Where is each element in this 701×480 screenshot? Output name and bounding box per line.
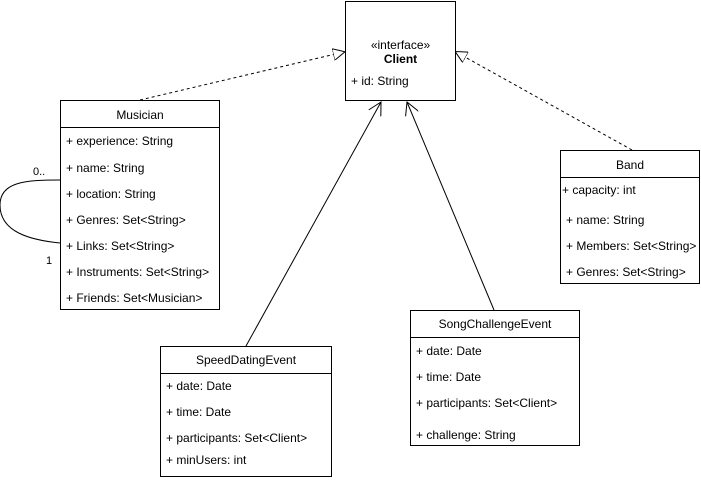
speed-dating-event-class-box[interactable]: SpeedDatingEvent + date: Date + time: Da… xyxy=(160,346,332,477)
musician-attribute: + Genres: Set<String> xyxy=(66,213,186,227)
musician-realization-edge xyxy=(139,52,344,101)
musician-attribute: + name: String xyxy=(66,161,145,175)
musician-self-association-edge xyxy=(0,179,61,244)
band-attribute: + name: String xyxy=(566,213,645,227)
speed-dating-event-attribute: + date: Date xyxy=(166,379,232,393)
band-realization-edge xyxy=(456,52,633,151)
song-challenge-event-attribute: + participants: Set<Client> xyxy=(416,396,558,410)
musician-class-box[interactable]: Musician + experience: String + name: St… xyxy=(60,100,220,310)
musician-attribute: + Instruments: Set<String> xyxy=(66,265,210,279)
musician-attribute: + location: String xyxy=(66,187,156,201)
band-name: Band xyxy=(615,158,645,172)
speed-dating-association-edge xyxy=(245,102,381,347)
musician-attribute: + Links: Set<String> xyxy=(66,239,175,253)
multiplicity-bottom: 1 xyxy=(46,255,53,267)
speed-dating-event-name: SpeedDatingEvent xyxy=(195,353,297,367)
song-challenge-event-name: SongChallengeEvent xyxy=(438,317,552,331)
song-challenge-event-attribute: + date: Date xyxy=(416,344,482,358)
song-challenge-association-edge xyxy=(407,102,495,311)
musician-name: Musician xyxy=(116,108,164,122)
client-stereotype: «interface» xyxy=(370,38,431,52)
song-challenge-event-class-box[interactable]: SongChallengeEvent + date: Date + time: … xyxy=(410,310,580,446)
band-attribute: + Genres: Set<String> xyxy=(566,265,686,279)
multiplicity-top: 0.. xyxy=(33,166,46,178)
speed-dating-event-attribute: + minUsers: int xyxy=(166,453,247,467)
song-challenge-event-header: SongChallengeEvent xyxy=(411,311,579,338)
band-header: Band xyxy=(561,151,699,178)
band-class-box[interactable]: Band + capacity: int + name: String + Me… xyxy=(560,150,700,284)
client-interface-box[interactable]: «interface» Client + id: String xyxy=(345,1,456,101)
musician-attribute: + experience: String xyxy=(66,134,174,148)
song-challenge-event-attribute: + challenge: String xyxy=(416,428,516,442)
client-attribute: + id: String xyxy=(351,74,409,88)
musician-header: Musician xyxy=(61,101,219,128)
speed-dating-event-attribute: + participants: Set<Client> xyxy=(166,431,308,445)
song-challenge-event-attribute: + time: Date xyxy=(416,370,482,384)
band-attribute: + capacity: int xyxy=(562,183,636,197)
client-name: Client xyxy=(383,52,418,66)
speed-dating-event-header: SpeedDatingEvent xyxy=(161,347,331,374)
speed-dating-event-attribute: + time: Date xyxy=(166,405,232,419)
musician-attribute: + Friends: Set<Musician> xyxy=(66,291,203,305)
band-attribute: + Members: Set<String> xyxy=(566,239,697,253)
